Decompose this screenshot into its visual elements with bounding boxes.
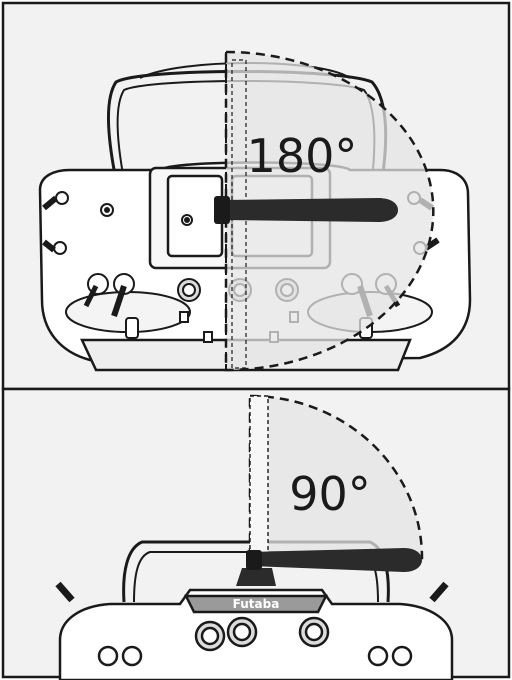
bottom-panel: Futaba 90° (1, 387, 511, 680)
ghost-antenna-top (231, 59, 247, 369)
antenna-mount-bottom (236, 568, 276, 586)
ghost-antenna-bottom (249, 395, 269, 557)
antenna-mount-top (214, 196, 230, 224)
angle-label-180: 180° (247, 129, 358, 183)
antenna-horizontal-top (222, 198, 398, 222)
angle-label-90: 90° (289, 467, 371, 521)
antenna-hinge-bottom (246, 550, 262, 570)
top-panel: 180° (1, 1, 511, 391)
rotation-sweep-90 (248, 394, 424, 560)
transmitter-body-bottom (55, 581, 454, 680)
antenna-horizontal-bottom (250, 548, 422, 572)
brand-label: Futaba (233, 597, 280, 611)
